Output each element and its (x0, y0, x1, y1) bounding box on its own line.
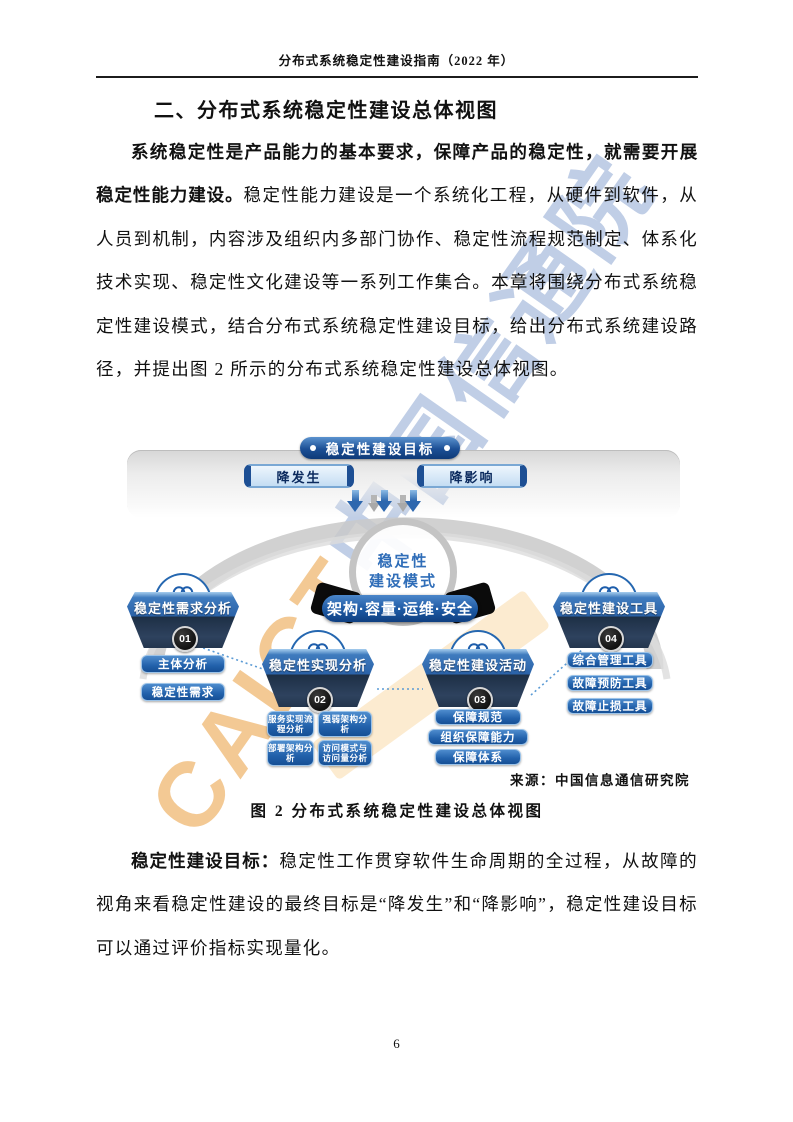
item-strong-weak-arch-analysis: 强弱架构分析 (318, 711, 372, 737)
item-org-guarantee-capability: 组织保障能力 (428, 729, 528, 745)
node-number-badge: 04 (598, 626, 624, 652)
paragraph-2: 稳定性建设目标：稳定性工作贯穿软件生命周期的全过程，从故障的视角来看稳定性建设的… (96, 840, 698, 970)
dotted-connectors (188, 642, 584, 696)
header-divider (96, 76, 698, 78)
circle-text-line2: 建设模式 (368, 573, 437, 590)
node-number-badge: 02 (307, 687, 333, 713)
page-header: 分布式系统稳定性建设指南（2022 年） (278, 54, 515, 68)
paragraph-1-body: 稳定性能力建设是一个系统化工程，从硬件到软件，从人员到机制，内容涉及组织内多部门… (96, 185, 699, 380)
node-title: 稳定性实现分析 (268, 658, 367, 673)
goal-pill-label: 稳定性建设目标 (325, 442, 435, 457)
paragraph-1: 系统稳定性是产品能力的基本要求，保障产品的稳定性，就需要开展稳定性能力建设。稳定… (96, 131, 698, 391)
figure-diagram: 稳定性建设目标 降发生 降影响 稳定性建设模式 架构·容量·运维·安全 稳定性需… (127, 437, 682, 772)
item-stability-requirement: 稳定性需求 (141, 683, 225, 701)
goal-box-reduce-occurrence: 降发生 (244, 464, 354, 488)
pill-dot-icon (309, 445, 316, 451)
item-guarantee-standards: 保障规范 (435, 709, 521, 725)
node-title: 稳定性建设工具 (559, 601, 658, 616)
down-arrow-icon (347, 490, 363, 512)
item-guarantee-system: 保障体系 (435, 749, 521, 765)
node-number-badge: 01 (172, 626, 198, 652)
node-title: 稳定性需求分析 (133, 601, 232, 616)
down-arrow-icon (376, 490, 392, 512)
pill-dot-icon (444, 445, 451, 451)
item-fault-prevention-tools: 故障预防工具 (567, 675, 653, 691)
section-title: 二、分布式系统稳定性建设总体视图 (154, 100, 498, 122)
paragraph-1-lead: 系统稳定性是产品能力的基本要求，保障产品的稳定性，就需要开展稳定性能力建设。 (96, 142, 698, 206)
node-hex: 稳定性建设工具 (553, 592, 665, 648)
figure-caption: 图 2 分布式系统稳定性建设总体视图 (250, 803, 544, 820)
page-number: 6 (393, 1036, 400, 1051)
figure-source: 来源：中国信息通信研究院 (510, 773, 690, 788)
down-arrow-icon (397, 495, 409, 512)
down-arrow-icon (368, 495, 380, 512)
down-arrow-icon (405, 490, 421, 512)
item-access-pattern-analysis: 访问模式与访问量分析 (318, 740, 372, 766)
circle-text-line1: 稳定性 (377, 553, 429, 570)
node-title: 稳定性建设活动 (428, 658, 527, 673)
center-pill: 架构·容量·运维·安全 (322, 595, 478, 622)
item-fault-stoploss-tools: 故障止损工具 (567, 698, 653, 714)
item-subject-analysis: 主体分析 (141, 655, 225, 673)
paragraph-2-lead: 稳定性建设目标： (131, 851, 280, 871)
item-integrated-mgmt-tools: 综合管理工具 (567, 652, 653, 668)
paragraph-2-body: 稳定性工作贯穿软件生命周期的全过程，从故障的视角来看稳定性建设的最终目标是“降发… (96, 851, 698, 958)
goal-box-reduce-impact: 降影响 (417, 464, 527, 488)
goal-pill: 稳定性建设目标 (300, 437, 460, 459)
item-deploy-arch-analysis: 部署架构分析 (267, 740, 314, 766)
item-service-flow-analysis: 服务实现流程分析 (267, 711, 314, 737)
